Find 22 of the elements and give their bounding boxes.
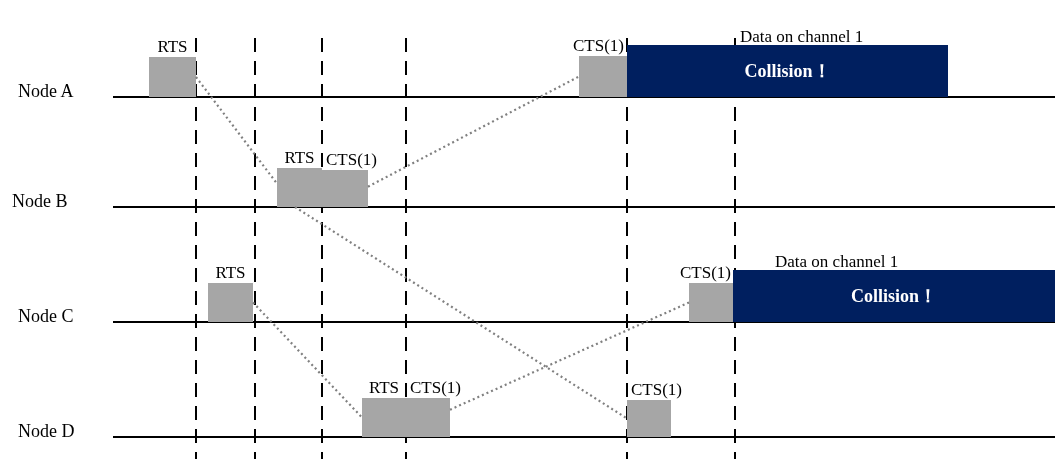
packet-label: RTS bbox=[157, 37, 188, 57]
packet-label: RTS bbox=[368, 378, 400, 398]
row-label: Node C bbox=[18, 306, 74, 327]
packet-label: CTS(1) bbox=[326, 150, 377, 170]
row-label: Node B bbox=[12, 191, 68, 212]
signal-line bbox=[252, 301, 363, 419]
signal-line bbox=[294, 206, 628, 420]
transmission-label: Data on channel 1 bbox=[775, 252, 899, 272]
collision-text: Collision！ bbox=[851, 285, 937, 308]
packet-label: CTS(1) bbox=[573, 36, 624, 56]
signal-line bbox=[195, 76, 278, 185]
row-label: Node A bbox=[18, 81, 74, 102]
packet-label: CTS(1) bbox=[680, 263, 731, 283]
packet-label: RTS bbox=[284, 148, 315, 168]
packet-label: CTS(1) bbox=[410, 378, 461, 398]
collision-text: Collision！ bbox=[744, 60, 831, 83]
signal-line bbox=[367, 75, 580, 188]
transmission-label: Data on channel 1 bbox=[740, 27, 864, 47]
packet-label: CTS(1) bbox=[631, 380, 682, 400]
signal-line bbox=[449, 301, 690, 411]
row-label: Node D bbox=[18, 421, 75, 442]
packet-label: RTS bbox=[215, 263, 246, 283]
